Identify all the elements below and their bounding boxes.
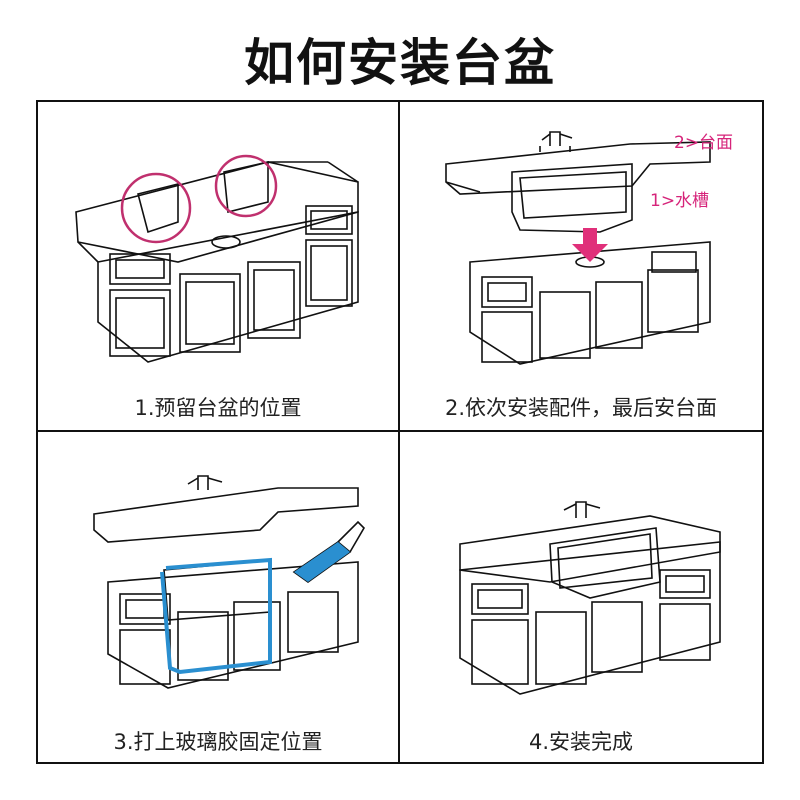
step-4-panel: 4.安装完成 <box>398 430 764 764</box>
page-title: 如何安装台盆 <box>0 28 800 98</box>
step-3-caption: 3.打上玻璃胶固定位置 <box>38 728 398 756</box>
down-arrow-icon <box>572 228 608 262</box>
caulk-tube-icon <box>294 542 350 582</box>
step-4-caption: 4.安装完成 <box>400 728 762 756</box>
step-3-illustration <box>38 432 400 764</box>
step-1-panel: 1.预留台盆的位置 <box>36 100 400 432</box>
step-1-caption: 1.预留台盆的位置 <box>38 394 398 422</box>
step-4-illustration <box>400 432 764 764</box>
step-3-panel: 3.打上玻璃胶固定位置 <box>36 430 400 764</box>
highlight-circle-left <box>122 174 190 242</box>
sink-callout: 1>水槽 <box>650 190 709 212</box>
step-2-caption: 2.依次安装配件，最后安台面 <box>400 394 762 422</box>
step-2-panel: 2>台面 1>水槽 2.依次安装配件，最后安台面 <box>398 100 764 432</box>
steps-grid: 1.预留台盆的位置 <box>36 100 764 764</box>
countertop-callout: 2>台面 <box>674 132 733 154</box>
step-1-illustration <box>38 102 400 432</box>
